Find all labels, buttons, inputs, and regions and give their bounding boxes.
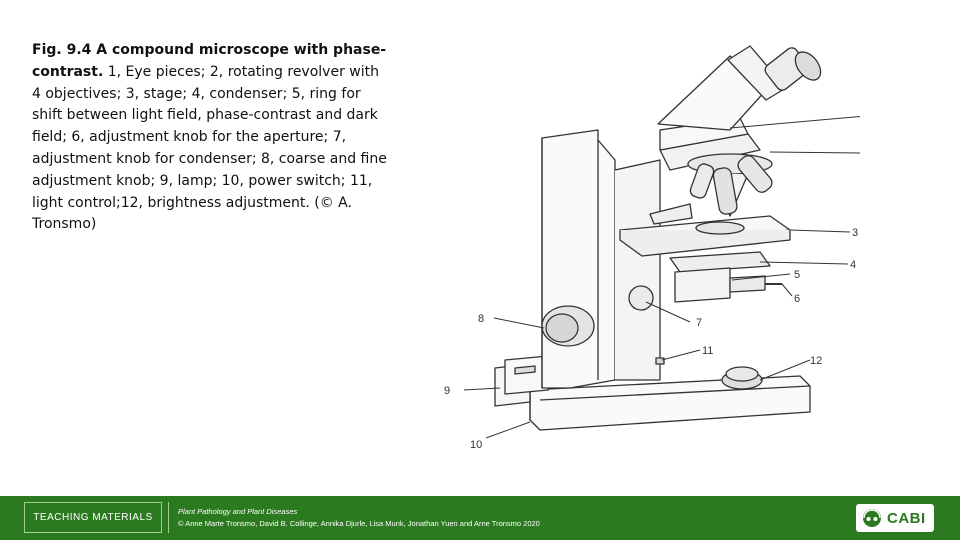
label-11: 11 <box>702 345 713 357</box>
label-9: 9 <box>444 385 450 397</box>
label-3: 3 <box>852 227 858 239</box>
microscope-illustration: 1 2 3 4 5 6 7 8 9 10 11 12 <box>430 40 874 464</box>
label-8: 8 <box>478 313 484 325</box>
cabi-logo[interactable]: CABI <box>856 504 934 532</box>
label-10: 10 <box>470 439 482 451</box>
footer-divider <box>168 502 169 533</box>
label-5: 5 <box>794 269 800 281</box>
label-6: 6 <box>794 293 800 305</box>
teaching-materials-label: TEACHING MATERIALS <box>24 502 162 533</box>
caption-title: Fig. 9.4 A compound microscope with phas… <box>32 42 387 80</box>
label-12: 12 <box>810 355 822 367</box>
label-7: 7 <box>696 317 702 329</box>
figure-caption: Fig. 9.4 A compound microscope with phas… <box>32 40 392 236</box>
label-4: 4 <box>850 259 856 271</box>
copyright-authors: © Anne Marte Tronsmo, David B. Collinge,… <box>178 519 540 528</box>
cabi-logo-text: CABI <box>887 509 926 527</box>
caption-body: 1, Eye pieces; 2, rotating revolver with… <box>32 63 387 233</box>
book-title: Plant Pathology and Plant Diseases <box>178 507 298 516</box>
footer-bar: TEACHING MATERIALS Plant Pathology and P… <box>0 496 960 540</box>
microscope-drawing: 1 2 3 4 5 6 7 8 9 10 11 12 <box>444 45 874 451</box>
cabi-logo-icon <box>863 509 881 527</box>
